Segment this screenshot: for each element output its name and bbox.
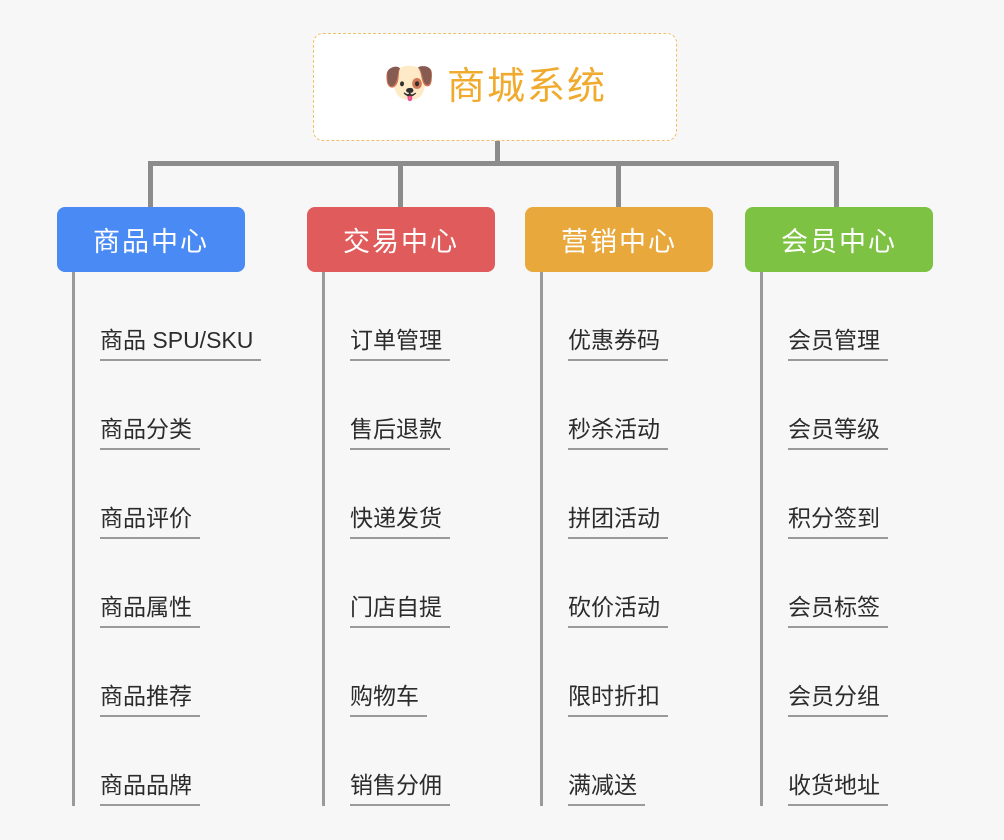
leaf-label: 会员分组 xyxy=(788,685,888,717)
leaf-label: 售后退款 xyxy=(350,418,450,450)
list-item[interactable]: 商品品牌 xyxy=(72,717,261,806)
connector-root-stem xyxy=(495,141,500,165)
list-item[interactable]: 秒杀活动 xyxy=(540,361,668,450)
root-title: 商城系统 xyxy=(446,66,607,108)
list-item[interactable]: 限时折扣 xyxy=(540,628,668,717)
root-node[interactable]: 🐶 商城系统 xyxy=(313,33,677,141)
list-item[interactable]: 会员分组 xyxy=(760,628,888,717)
connector-drop-product-center xyxy=(148,161,153,208)
list-item[interactable]: 拼团活动 xyxy=(540,450,668,539)
branch-header-trade-center[interactable]: 交易中心 xyxy=(307,207,495,272)
leaf-list-product-center: 商品 SPU/SKU 商品分类 商品评价 商品属性 商品推荐 商品品牌 xyxy=(72,272,262,806)
connector-drop-member-center xyxy=(834,161,839,208)
list-item[interactable]: 积分签到 xyxy=(760,450,888,539)
leaf-label: 满减送 xyxy=(568,774,645,806)
branch-header-member-center[interactable]: 会员中心 xyxy=(745,207,933,272)
leaf-label: 商品分类 xyxy=(100,418,200,450)
list-item[interactable]: 门店自提 xyxy=(322,539,450,628)
list-item[interactable]: 优惠券码 xyxy=(540,272,668,361)
leaf-label: 销售分佣 xyxy=(350,774,450,806)
list-item[interactable]: 订单管理 xyxy=(322,272,450,361)
leaf-list-marketing-center: 优惠券码 秒杀活动 拼团活动 砍价活动 限时折扣 满减送 xyxy=(540,272,668,806)
branch-rail xyxy=(322,272,325,806)
list-item[interactable]: 会员等级 xyxy=(760,361,888,450)
leaf-label: 会员标签 xyxy=(788,596,888,628)
leaf-label: 会员等级 xyxy=(788,418,888,450)
list-item[interactable]: 砍价活动 xyxy=(540,539,668,628)
leaf-label: 快递发货 xyxy=(350,507,450,539)
list-item[interactable]: 会员管理 xyxy=(760,272,888,361)
leaf-label: 优惠券码 xyxy=(568,329,668,361)
list-item[interactable]: 销售分佣 xyxy=(322,717,450,806)
branch-header-label: 商品中心 xyxy=(93,227,209,257)
leaf-label: 积分签到 xyxy=(788,507,888,539)
leaf-list-member-center: 会员管理 会员等级 积分签到 会员标签 会员分组 收货地址 xyxy=(760,272,888,806)
list-item[interactable]: 收货地址 xyxy=(760,717,888,806)
branch-header-label: 会员中心 xyxy=(781,227,897,257)
connector-horizontal-bus xyxy=(148,161,839,166)
branch-header-product-center[interactable]: 商品中心 xyxy=(57,207,245,272)
shiba-dog-emoji: 🐶 xyxy=(382,59,436,106)
connector-drop-marketing-center xyxy=(616,161,621,208)
branch-header-marketing-center[interactable]: 营销中心 xyxy=(525,207,713,272)
list-item[interactable]: 购物车 xyxy=(322,628,450,717)
leaf-label: 拼团活动 xyxy=(568,507,668,539)
branch-rail xyxy=(72,272,75,806)
leaf-label: 限时折扣 xyxy=(568,685,668,717)
branch-trade-center: 交易中心 订单管理 售后退款 快递发货 门店自提 购物车 销售分佣 xyxy=(307,207,495,806)
connector-drop-trade-center xyxy=(398,161,403,208)
leaf-label: 订单管理 xyxy=(350,329,450,361)
list-item[interactable]: 满减送 xyxy=(540,717,668,806)
leaf-label: 商品 SPU/SKU xyxy=(100,329,262,361)
leaf-label: 砍价活动 xyxy=(568,596,668,628)
leaf-label: 商品推荐 xyxy=(100,685,200,717)
list-item[interactable]: 商品 SPU/SKU xyxy=(72,272,262,361)
list-item[interactable]: 商品分类 xyxy=(72,361,261,450)
leaf-label: 会员管理 xyxy=(788,329,888,361)
branch-rail xyxy=(760,272,763,806)
branch-marketing-center: 营销中心 优惠券码 秒杀活动 拼团活动 砍价活动 限时折扣 满减送 xyxy=(525,207,713,806)
leaf-label: 购物车 xyxy=(350,685,427,717)
list-item[interactable]: 售后退款 xyxy=(322,361,450,450)
list-item[interactable]: 快递发货 xyxy=(322,450,450,539)
leaf-list-trade-center: 订单管理 售后退款 快递发货 门店自提 购物车 销售分佣 xyxy=(322,272,450,806)
list-item[interactable]: 会员标签 xyxy=(760,539,888,628)
branch-header-label: 交易中心 xyxy=(343,227,459,257)
branch-rail xyxy=(540,272,543,806)
leaf-label: 商品评价 xyxy=(100,507,200,539)
list-item[interactable]: 商品属性 xyxy=(72,539,261,628)
leaf-label: 秒杀活动 xyxy=(568,418,668,450)
leaf-label: 门店自提 xyxy=(350,596,450,628)
branch-member-center: 会员中心 会员管理 会员等级 积分签到 会员标签 会员分组 收货地址 xyxy=(745,207,933,806)
list-item[interactable]: 商品推荐 xyxy=(72,628,261,717)
list-item[interactable]: 商品评价 xyxy=(72,450,261,539)
branch-header-label: 营销中心 xyxy=(561,227,677,257)
leaf-label: 商品属性 xyxy=(100,596,200,628)
leaf-label: 收货地址 xyxy=(788,774,888,806)
leaf-label: 商品品牌 xyxy=(100,774,200,806)
branch-product-center: 商品中心 商品 SPU/SKU 商品分类 商品评价 商品属性 商品推荐 商品品牌 xyxy=(57,207,262,806)
